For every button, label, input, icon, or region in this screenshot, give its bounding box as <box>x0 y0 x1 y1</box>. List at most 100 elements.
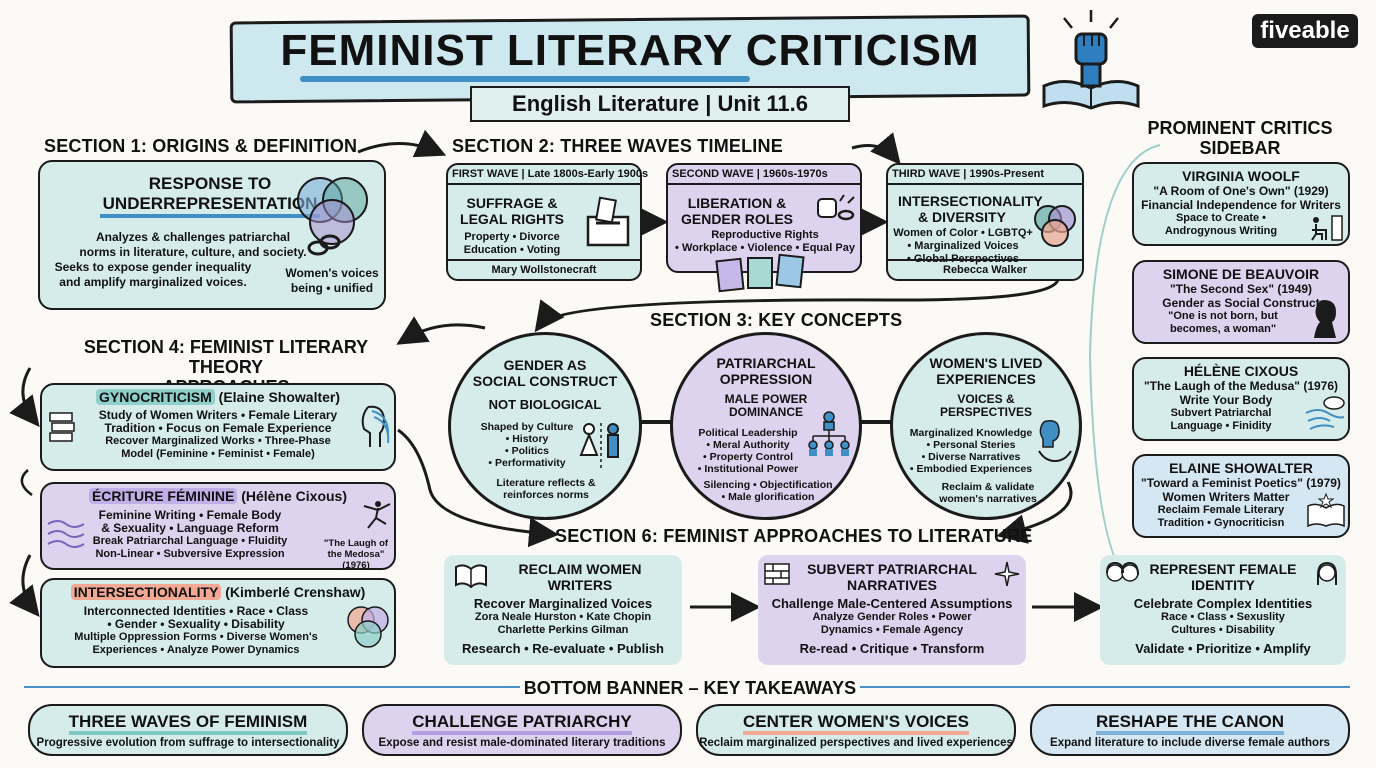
concept-2-l3: • Property Control <box>702 451 793 463</box>
origins-caption-2: being • unified <box>290 281 374 295</box>
woolf-s1: Space to Create • <box>1175 212 1267 224</box>
ecriture-name: ÉCRITURE FÉMININE <box>88 488 238 504</box>
showalter-work: "Toward a Feminist Poetics" (1979) <box>1141 476 1341 490</box>
origins-caption-1: Women's voices <box>285 266 379 280</box>
section2-heading: SECTION 2: THREE WAVES TIMELINE <box>452 136 783 156</box>
woman-portrait-icon <box>1314 561 1340 594</box>
represent-l2: Cultures • Disability <box>1171 624 1275 636</box>
ecriture-feminine-card: ÉCRITURE FÉMININE (Hélène Cixous) Femini… <box>40 482 396 571</box>
third-wave-line-1: Women of Color • LGBTQ+ <box>893 227 1033 239</box>
reclaim-l2: Charlette Perkins Gilman <box>497 624 629 636</box>
first-wave-title-1: SUFFRAGE & <box>466 195 558 211</box>
concept-3-sub-1: VOICES & <box>957 392 1015 406</box>
concept-2-title-2: OPPRESSION <box>719 371 813 387</box>
gynocriticism-name: GYNOCRITICISM <box>95 389 215 405</box>
concept-3-f2: women's narratives <box>939 493 1037 505</box>
third-wave-footer: Rebecca Walker <box>888 259 1082 279</box>
concept-3-sub-2: PERSPECTIVES <box>939 405 1033 419</box>
takeaway-reshape-canon: RESHAPE THE CANON Expand literature to i… <box>1030 704 1350 756</box>
brick-wall-icon <box>764 563 790 590</box>
intersectionality-name: INTERSECTIONALITY <box>70 584 222 600</box>
second-wave-label: SECOND WAVE | 1960s-1970s <box>668 165 860 185</box>
woolf-s2: Androgynous Writing <box>1164 225 1278 237</box>
reclaim-action: Research • Re-evaluate • Publish <box>461 641 664 656</box>
third-wave-label: THIRD WAVE | 1990s-Present <box>888 165 1082 185</box>
takeaway-4-text: Expand literature to include diverse fem… <box>1050 737 1330 749</box>
ecriture-l4: Non-Linear • Subversive Expression <box>95 548 285 560</box>
origins-body-3: Seeks to expose gender inequality <box>54 260 252 274</box>
gynocriticism-l2: Tradition • Focus on Female Experience <box>104 421 332 435</box>
subvert-main: Challenge Male-Centered Assumptions <box>771 596 1013 611</box>
speaking-person-icon <box>1037 417 1073 468</box>
third-wave-title-1: INTERSECTIONALITY <box>898 193 1043 209</box>
subvert-l2: Dynamics • Female Agency <box>820 624 964 636</box>
third-wave-line-2: • Marginalized Voices <box>907 240 1019 252</box>
concept-1-f1: Literature reflects & <box>496 477 596 489</box>
concept-2-l1: Political Leadership <box>698 427 798 439</box>
ecriture-l2: & Sexuality • Language Reform <box>101 521 279 535</box>
concept-2-sub-2: DOMINANCE <box>729 405 803 419</box>
takeaway-2-title: CHALLENGE PATRIARCHY <box>412 712 632 735</box>
concept-2-sub-1: MALE POWER <box>724 392 808 406</box>
thinker-silhouette-icon <box>1310 298 1342 345</box>
subvert-l1: Analyze Gender Roles • Power <box>812 611 972 623</box>
reclaim-main: Recover Marginalized Voices <box>473 596 653 611</box>
critic-simone-de-beauvoir: SIMONE DE BEAUVOIR "The Second Sex" (194… <box>1132 260 1350 344</box>
woolf-work: "A Room of One's Own" (1929) <box>1153 184 1329 198</box>
takeaway-3-title: CENTER WOMEN'S VOICES <box>742 712 969 735</box>
title-underline <box>300 76 750 82</box>
takeaway-1-title: THREE WAVES OF FEMINISM <box>68 712 308 735</box>
gender-figures-icon <box>577 421 625 476</box>
subvert-narratives-card: SUBVERT PATRIARCHAL NARRATIVES Challenge… <box>758 555 1026 665</box>
third-wave-title-2: & DIVERSITY <box>918 209 1006 225</box>
first-wave-card: FIRST WAVE | Late 1800s-Early 1900s SUFF… <box>446 163 648 281</box>
origins-card: RESPONSE TO UNDERREPRESENTATION Analyzes… <box>38 160 386 310</box>
gynocriticism-card: GYNOCRITICISM (Elaine Showalter) Study o… <box>40 383 396 471</box>
critic-elaine-showalter: ELAINE SHOWALTER "Toward a Feminist Poet… <box>1132 454 1350 538</box>
first-wave-line-2: Education • Voting <box>463 244 561 256</box>
books-icon <box>715 253 808 299</box>
first-wave-title-2: LEGAL RIGHTS <box>460 211 564 227</box>
section3-heading: SECTION 3: KEY CONCEPTS <box>650 310 903 330</box>
ballot-box-icon <box>582 195 634 254</box>
intersectionality-l4: Experiences • Analyze Power Dynamics <box>92 644 300 656</box>
showalter-s2: Tradition • Gynocriticisn <box>1157 517 1285 529</box>
compass-arrows-icon <box>994 561 1020 592</box>
showalter-s1: Reclaim Female Literary <box>1157 504 1285 516</box>
critic-helene-cixous: HÉLÈNE CIXOUS "The Laugh of the Medusa" … <box>1132 357 1350 441</box>
reclaim-writers-card: RECLAIM WOMEN WRITERS Recover Marginaliz… <box>444 555 682 665</box>
gynocriticism-who: (Elaine Showalter) <box>214 389 341 405</box>
open-book-star-icon <box>1306 492 1346 533</box>
ecriture-who: (Hélène Cixous) <box>237 488 348 504</box>
intersectionality-l1: Interconnected Identities • Race • Class <box>83 604 309 618</box>
subtitle-banner <box>470 86 850 122</box>
concept-2-l2: • Meral Authority <box>706 439 790 451</box>
concept-3-title-2: EXPERIENCES <box>936 371 1036 387</box>
concept-1-title-1: GENDER AS <box>503 357 587 373</box>
concept-1-l2: • History <box>505 433 549 445</box>
first-wave-label: FIRST WAVE | Late 1800s-Early 1900s <box>448 165 648 185</box>
beauvoir-name: SIMONE DE BEAUVOIR <box>1162 266 1320 282</box>
women-faces-icon <box>1104 561 1142 594</box>
takeaway-2-text: Expose and resist male-dominated literar… <box>378 737 666 749</box>
critics-heading-2: SIDEBAR <box>1199 138 1281 158</box>
takeaway-challenge-patriarchy: CHALLENGE PATRIARCHY Expose and resist m… <box>362 704 682 756</box>
concept-3-l2: • Personal Steries <box>926 439 1016 451</box>
subvert-action: Re-read • Critique • Transform <box>799 641 985 656</box>
critics-heading-1: PROMINENT CRITICS <box>1147 118 1333 138</box>
origins-body-4: and amplify marginalized voices. <box>59 275 247 289</box>
showalter-idea: Women Writers Matter <box>1162 490 1290 504</box>
beauvoir-work: "The Second Sex" (1949) <box>1169 282 1313 296</box>
takeaway-3-text: Reclaim marginalized perspectives and li… <box>699 737 1013 749</box>
concept-gender-construct: GENDER AS SOCIAL CONSTRUCT NOT BIOLOGICA… <box>448 332 642 520</box>
beauvoir-s1: "One is not born, but <box>1168 310 1278 322</box>
fiveable-logo[interactable]: fiveable <box>1252 14 1358 48</box>
concept-1-l4: • Performativity <box>488 457 566 469</box>
wind-speech-icon <box>1304 395 1346 438</box>
concept-womens-experiences: WOMEN'S LIVED EXPERIENCES VOICES & PERSP… <box>890 332 1082 520</box>
section4-heading-1: SECTION 4: FEMINIST LITERARY THEORY <box>83 337 369 377</box>
origins-body-2: norms in literature, culture, and societ… <box>79 245 307 259</box>
takeaway-1-text: Progressive evolution from suffrage to i… <box>36 737 340 749</box>
concept-1-title-2: SOCIAL CONSTRUCT <box>472 373 618 389</box>
represent-main: Celebrate Complex Identities <box>1133 596 1313 611</box>
